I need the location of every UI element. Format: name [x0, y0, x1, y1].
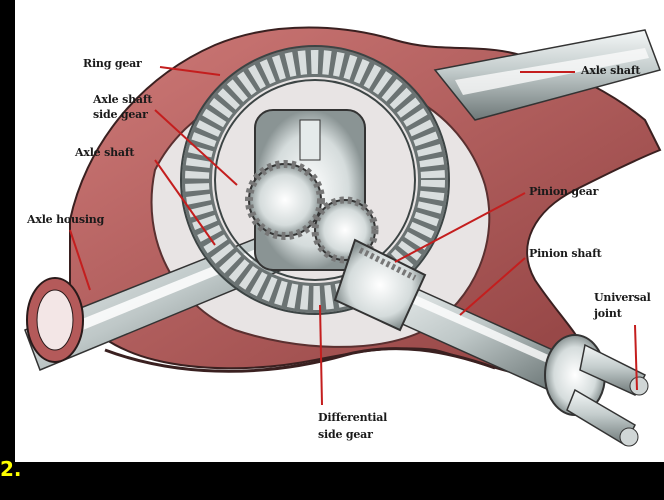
label-universal-joint-line2: joint: [594, 306, 622, 322]
label-axle-shaft-right: Axle shaft: [581, 63, 640, 79]
label-differential-side-gear-line1: Differential: [318, 410, 387, 426]
label-pinion-gear: Pinion gear: [529, 184, 598, 200]
label-ring-gear: Ring gear: [83, 56, 142, 72]
label-axle-shaft-side-gear-line2: side gear: [93, 107, 148, 123]
label-axle-housing: Axle housing: [27, 212, 104, 228]
label-universal-joint-line1: Universal: [594, 290, 651, 306]
corner-mark: 2.: [0, 458, 22, 480]
label-axle-shaft-left: Axle shaft: [75, 145, 134, 161]
label-differential-side-gear-line2: side gear: [318, 427, 373, 443]
label-axle-shaft-side-gear-line1: Axle shaft: [93, 92, 152, 108]
label-pinion-shaft: Pinion shaft: [529, 246, 602, 262]
